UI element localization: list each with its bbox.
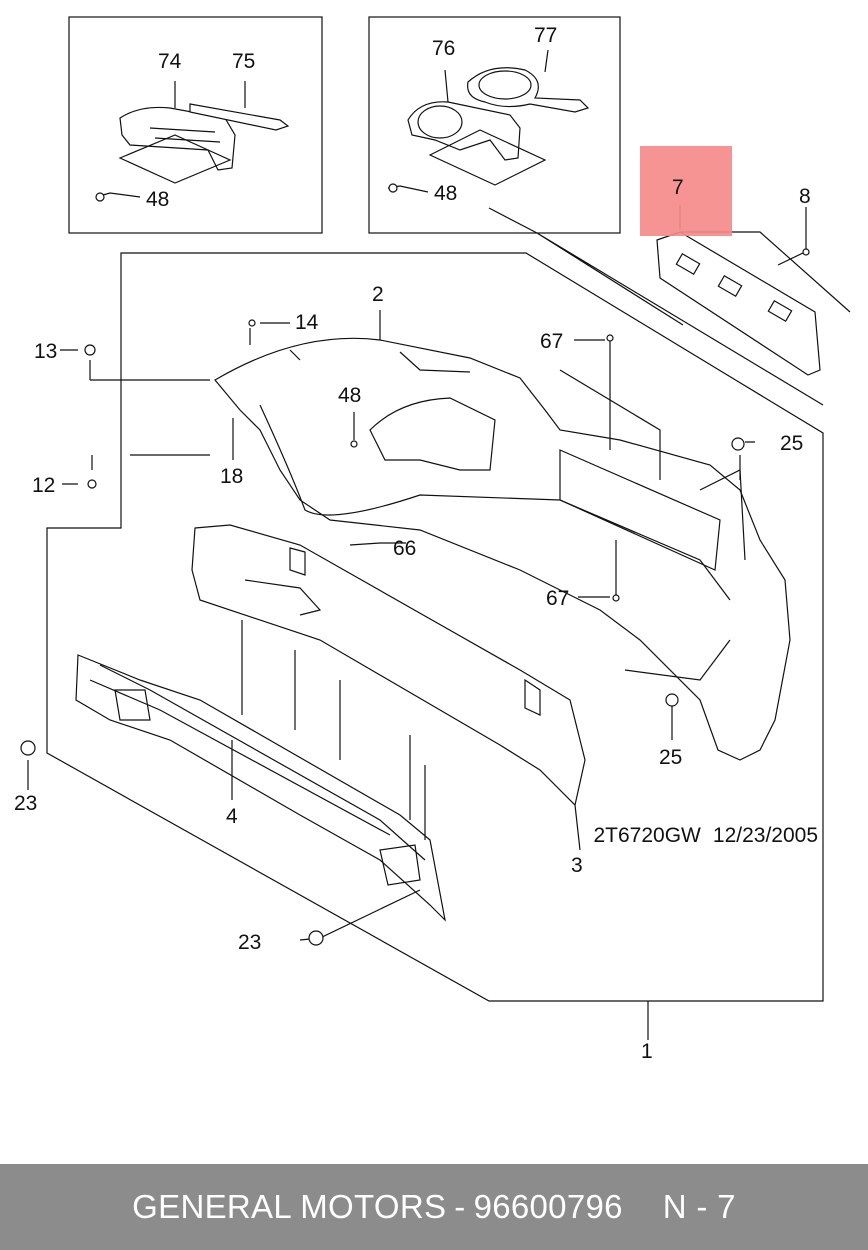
callout-1: 1 — [641, 1040, 653, 1063]
callout-67-top: 67 — [540, 330, 563, 353]
callout-2: 2 — [372, 283, 384, 306]
callout-4: 4 — [226, 805, 238, 828]
callout-8: 8 — [799, 185, 811, 208]
callout-48-left: 48 — [146, 188, 169, 211]
callout-75: 75 — [232, 50, 255, 73]
strip-75 — [189, 103, 290, 131]
footer-bar: GENERAL MOTORS - 96600796 N - 7 — [0, 1164, 868, 1250]
inset-box-middle — [368, 16, 621, 234]
callout-77: 77 — [534, 24, 557, 47]
callout-13: 13 — [34, 340, 57, 363]
callout-25-bottom: 25 — [659, 746, 682, 769]
callout-48-center: 48 — [338, 384, 361, 407]
drawing-code: 2T6720GW 12/23/2005 — [582, 824, 819, 848]
callout-67-bottom: 67 — [546, 587, 569, 610]
highlight-item-7 — [640, 146, 732, 236]
footer-separator: - — [454, 1188, 466, 1225]
callout-3: 3 — [571, 854, 583, 877]
fog-cover-77 — [467, 67, 590, 113]
parts-diagram: 74 75 48 76 77 48 7 8 2 14 13 12 18 48 6… — [14, 16, 851, 1063]
footer-page: N - 7 — [662, 1188, 736, 1225]
callout-18: 18 — [220, 465, 243, 488]
drawing-number: 2T6720GW — [593, 824, 701, 847]
callout-76: 76 — [432, 37, 455, 60]
callout-48-middle: 48 — [434, 182, 457, 205]
callout-7: 7 — [672, 176, 684, 199]
assembly-frame — [46, 252, 824, 1002]
bumper-cover-2 — [214, 337, 791, 761]
callout-23-bottom: 23 — [238, 931, 261, 954]
callout-74: 74 — [158, 50, 182, 73]
drawing-date: 12/23/2005 — [712, 824, 818, 847]
inset-box-left — [68, 16, 323, 234]
callout-66: 66 — [393, 537, 416, 560]
callout-14: 14 — [295, 311, 319, 334]
beam-4 — [75, 654, 446, 922]
callout-25-top: 25 — [780, 432, 803, 455]
callout-12: 12 — [32, 474, 55, 497]
footer-part-number: 96600796 — [473, 1188, 623, 1225]
callout-23-left: 23 — [14, 792, 37, 815]
footer-brand: GENERAL MOTORS — [132, 1188, 447, 1225]
